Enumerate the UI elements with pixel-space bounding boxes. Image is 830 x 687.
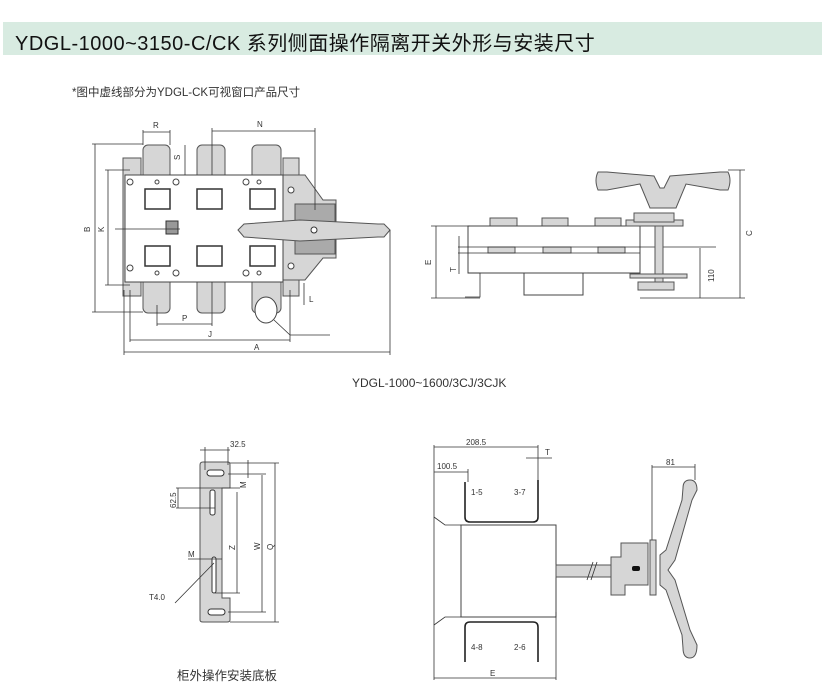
dim-Q: Q: [266, 544, 275, 550]
dim-T-side: T: [449, 267, 458, 272]
dim-C: C: [745, 230, 754, 236]
title-bar: YDGL-1000~3150-C/CK 系列侧面操作隔离开关外形与安装尺寸: [3, 22, 822, 55]
terminal-3-7: 3-7: [514, 488, 526, 497]
side-view-drawing: E T C 110: [424, 169, 754, 299]
dim-E-top: E: [490, 669, 495, 678]
page-title: YDGL-1000~3150-C/CK 系列侧面操作隔离开关外形与安装尺寸: [15, 33, 596, 55]
top-view-drawing: 208.5 100.5 T 81 1-5 3-7 4-8 2-6 E: [433, 438, 698, 680]
dim-110: 110: [707, 269, 716, 282]
dim-T-top: T: [545, 448, 550, 457]
dim-J: J: [208, 330, 212, 339]
mounting-plate-drawing: 32.5 62.5 M M Z W Q T4.0: [149, 440, 279, 623]
terminal-1-5: 1-5: [471, 488, 483, 497]
dim-P: P: [182, 314, 187, 323]
model-caption: YDGL-1000~1600/3CJ/3CJK: [352, 376, 507, 390]
dim-81: 81: [666, 458, 675, 467]
dim-Z: Z: [228, 545, 237, 550]
dim-L: L: [309, 295, 314, 304]
dim-M-slot: M: [188, 550, 195, 559]
terminal-2-6: 2-6: [514, 643, 526, 652]
dim-62-5: 62.5: [169, 492, 178, 508]
dim-B: B: [83, 227, 92, 232]
dim-N: N: [257, 120, 263, 129]
dim-A: A: [254, 343, 260, 352]
front-view-drawing: R N S B K P J A L: [83, 120, 391, 355]
dim-S: S: [173, 155, 182, 160]
dim-T4: T4.0: [149, 593, 166, 602]
plate-caption: 柜外操作安装底板: [177, 669, 278, 683]
dim-R: R: [153, 121, 159, 130]
dim-K: K: [97, 226, 106, 232]
dashed-line-note: *图中虚线部分为YDGL-CK可视窗口产品尺寸: [72, 87, 301, 99]
dim-E-side: E: [424, 260, 433, 265]
dim-32-5: 32.5: [230, 440, 246, 449]
terminal-4-8: 4-8: [471, 643, 483, 652]
dim-M-top: M: [239, 481, 248, 488]
dim-100-5: 100.5: [437, 462, 458, 471]
dim-208-5: 208.5: [466, 438, 487, 447]
dim-W: W: [253, 542, 262, 550]
